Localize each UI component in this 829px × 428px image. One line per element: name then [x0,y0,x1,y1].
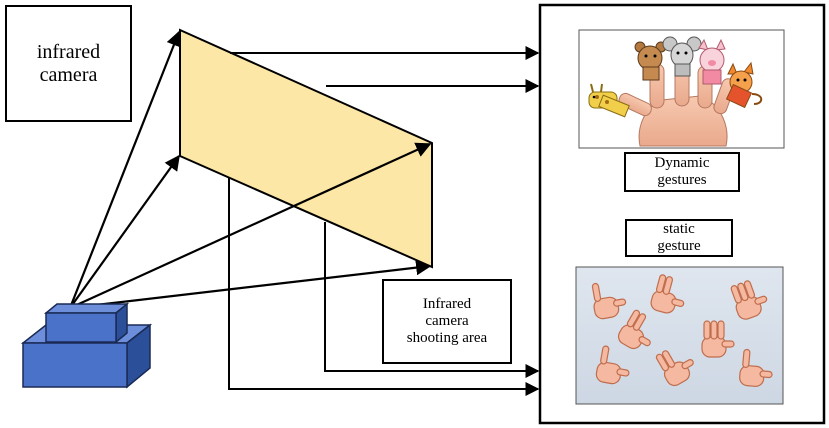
static-gesture-label: static gesture [657,220,701,254]
ray-bottom-left [69,154,180,309]
connector-arrows [228,46,540,396]
camera-device [20,302,153,389]
hand-gesture-icon [650,274,685,314]
shooting-plane [179,28,433,269]
hand-gesture-icon [730,280,768,320]
camera-base-front [22,342,128,388]
camera-head-front [45,312,117,343]
shooting-area-label-box: Infrared camera shooting area [382,279,512,364]
dynamic-gestures-label-box: Dynamic gestures [624,152,740,192]
pig-puppet-icon [698,38,726,85]
static-hand-icons [591,274,773,387]
bear-puppet-icon [634,41,667,81]
ray-top-right [69,142,432,310]
ray-bottom-right [69,259,432,310]
mouse-puppet-icon [662,36,702,77]
hand-gesture-icon [595,345,630,385]
camera-head-top [43,303,130,314]
ray-top-left [68,30,182,309]
camera-rays [68,30,432,310]
dynamic-gestures-label: Dynamic gestures [654,154,710,188]
hand-gesture-icon [739,348,773,387]
dynamic-gestures-image [578,29,785,149]
hand-gesture-icon [655,350,694,387]
static-gesture-label-box: static gesture [625,219,733,257]
shooting-area-label: Infrared camera shooting area [406,295,488,347]
hand-gesture-icon [591,282,627,320]
static-gestures-image [575,266,784,405]
hand-gesture-icon [617,309,651,350]
infrared-camera-label-box: infrared camera [5,5,132,122]
thumb [618,92,652,117]
hand-gesture-icon [701,320,735,358]
arrow-bottom-mid [324,222,540,378]
giraffe-puppet-icon [588,83,630,118]
cat-puppet-icon [725,61,763,109]
arrow-bottom-left [228,178,540,396]
infrared-camera-label: infrared camera [36,40,101,86]
